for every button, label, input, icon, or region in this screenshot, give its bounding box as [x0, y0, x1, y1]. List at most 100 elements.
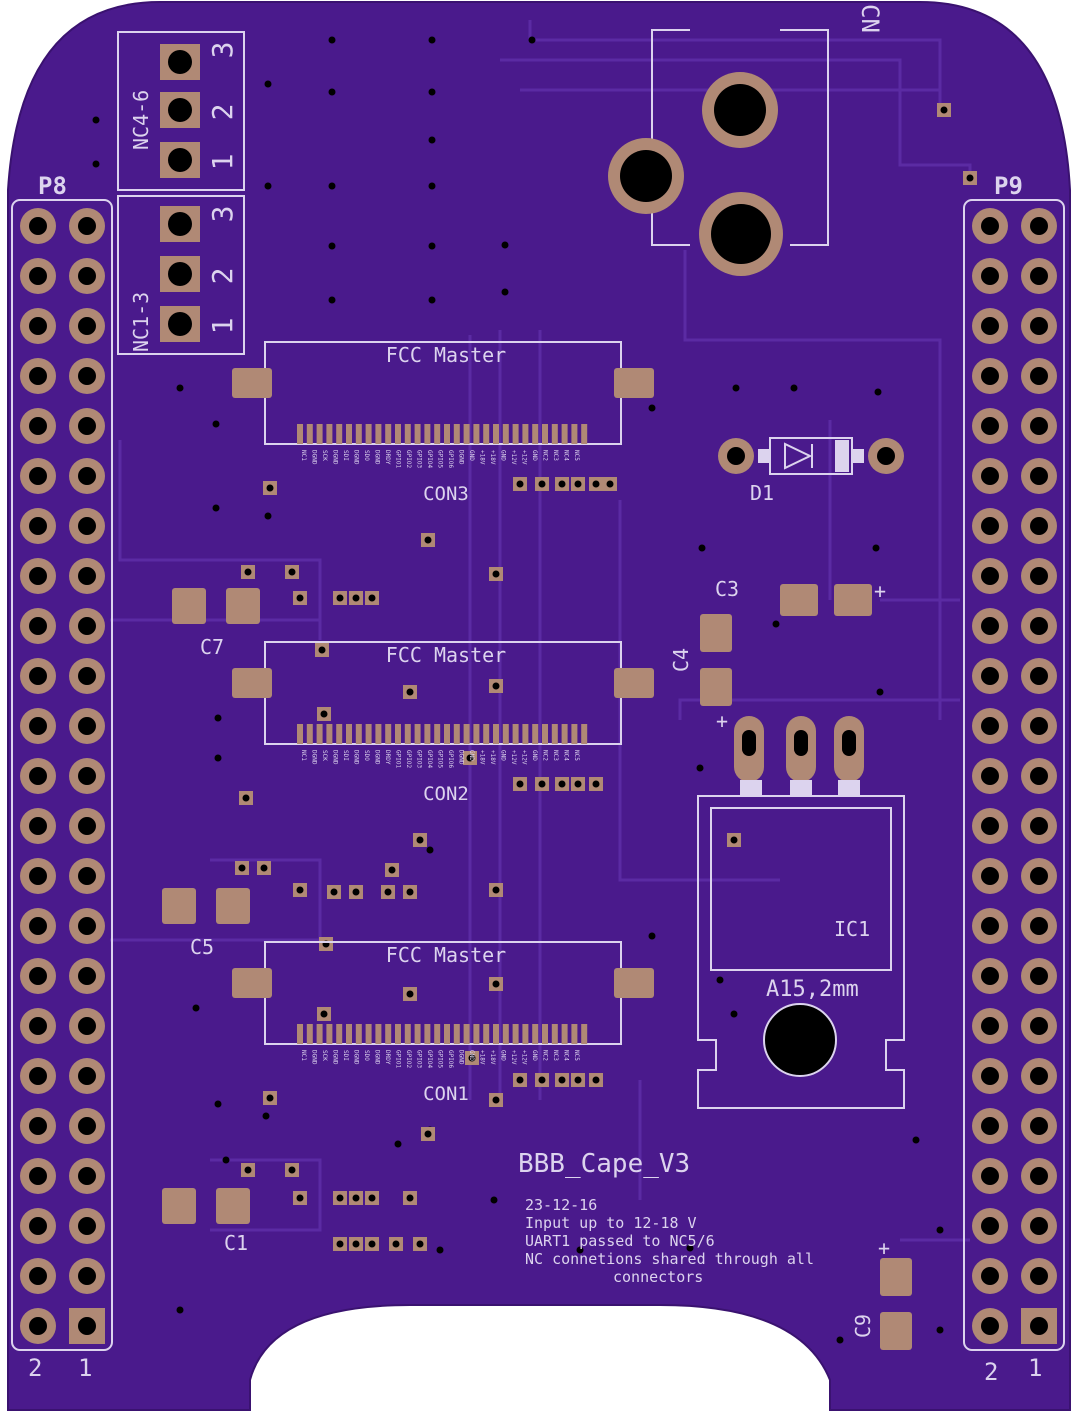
- fcc-pin-name: NC4: [563, 450, 570, 461]
- fcc-pin-name: SDI: [342, 1050, 349, 1061]
- header-p9-pin: [972, 858, 1008, 894]
- header-p8-pin: [69, 1108, 105, 1144]
- fcc-pin-name: DGND: [332, 750, 339, 765]
- fcc-pin-name: SCK: [321, 750, 328, 761]
- fcc-pin-name: SCK: [321, 1050, 328, 1061]
- header-p8-pin: [69, 208, 105, 244]
- header-p9-pin: [1021, 758, 1057, 794]
- fcc-connector-ref: CON3: [423, 483, 469, 505]
- header-p8-label: P8: [38, 172, 67, 200]
- fcc-pin-name: GND: [500, 1050, 507, 1061]
- header-p9-pin: [1021, 408, 1057, 444]
- fcc-pin-name: GPIO3: [416, 750, 423, 768]
- header-p8-pin: [69, 1008, 105, 1044]
- fcc-pin-name: GPIO4: [426, 1050, 433, 1068]
- fcc-pin-name: DGND: [311, 1050, 318, 1065]
- header-p9-pin: [972, 658, 1008, 694]
- header-p8-pin: [20, 958, 56, 994]
- header-p8-pin: [20, 408, 56, 444]
- header-p9-pin: [972, 1208, 1008, 1244]
- fcc-pin-name: NC3: [552, 450, 559, 461]
- diode-d1-label: D1: [750, 481, 774, 505]
- fcc-pin-name: GPIO4: [426, 450, 433, 468]
- header-p9-pin: [972, 258, 1008, 294]
- header-p8-pin: [20, 1308, 56, 1344]
- header-p8-pin: [69, 958, 105, 994]
- header-p9-pin: [972, 308, 1008, 344]
- fcc-connector-title: FCC Master: [386, 343, 506, 367]
- header-p8-pin1-label: 1: [78, 1354, 92, 1382]
- fcc-pin-name: DGND: [332, 1050, 339, 1065]
- header-p8-pin: [20, 608, 56, 644]
- header-p8-pin: [20, 358, 56, 394]
- header-p8-pin: [20, 1008, 56, 1044]
- header-p8-pin: [20, 258, 56, 294]
- header-p8-pin: [69, 558, 105, 594]
- jumper-nc46-pin3: 3: [206, 42, 239, 59]
- header-p9-pin: [972, 458, 1008, 494]
- capacitor-c7-label: C7: [200, 635, 224, 659]
- header-p8-pin: [69, 1158, 105, 1194]
- header-p8-pin: [69, 408, 105, 444]
- header-p9-pin: [1021, 608, 1057, 644]
- header-p9-pin: [1021, 358, 1057, 394]
- fcc-pin-name: NC3: [552, 750, 559, 761]
- fcc-pin-name: GPIO6: [447, 750, 454, 768]
- fcc-pin-name: +12V: [521, 1050, 528, 1065]
- fcc-pin-name: NC1: [300, 1050, 307, 1061]
- header-p9: [972, 208, 1057, 1344]
- fcc-pin-name: GPIO3: [416, 1050, 423, 1068]
- dc-jack-cn: CN: [608, 4, 884, 276]
- header-p9-pin: [1021, 1258, 1057, 1294]
- capacitor-c9-plus: +: [878, 1236, 890, 1260]
- fcc-pin-name: GND: [468, 750, 475, 761]
- header-p8-pin: [20, 558, 56, 594]
- fcc-pin-name: GPIO2: [405, 1050, 412, 1068]
- header-p8-pin: [20, 208, 56, 244]
- header-p8-pin: [20, 808, 56, 844]
- vias: [92, 36, 977, 1344]
- header-p8-pin: [20, 1208, 56, 1244]
- header-p9-pin: [1021, 1008, 1057, 1044]
- regulator-ic1: IC1 A15,2mm: [697, 716, 905, 1109]
- fcc-pin-name: GND: [531, 750, 538, 761]
- fcc-pin-name: GPIO1: [395, 750, 402, 768]
- capacitor-c7: C7: [172, 588, 260, 659]
- header-p9-pin: [1021, 308, 1057, 344]
- header-p9-pin: [1021, 1308, 1057, 1344]
- header-p9-pin: [1021, 858, 1057, 894]
- header-p9-outline: [963, 199, 1065, 1351]
- fcc-pin-name: NC5: [573, 450, 580, 461]
- fcc-pin-name: GND: [531, 450, 538, 461]
- fcc-pin-name: SDO: [363, 1050, 370, 1061]
- capacitor-c3-label: C3: [715, 577, 739, 601]
- fcc-pin-name: SCK: [321, 450, 328, 461]
- header-p8-pin: [20, 908, 56, 944]
- fcc-connector-ref: CON1: [423, 1083, 469, 1105]
- fcc-pin-name: NC5: [573, 1050, 580, 1061]
- header-p8-pin: [69, 458, 105, 494]
- header-p9-pin: [1021, 208, 1057, 244]
- fcc-pin-name: GPIO1: [395, 450, 402, 468]
- header-p9-pin: [972, 508, 1008, 544]
- fcc-pin-name: NC5: [573, 750, 580, 761]
- header-p9-pin1-label: 1: [1028, 1354, 1042, 1382]
- note-uart: UART1 passed to NC5/6: [525, 1232, 715, 1250]
- header-p9-pin: [972, 608, 1008, 644]
- fcc-connector-ref: CON2: [423, 783, 469, 805]
- header-p9-pin: [972, 1158, 1008, 1194]
- fcc-pin-name: GPIO5: [437, 1050, 444, 1068]
- fcc-pin-name: DRDY: [384, 450, 391, 465]
- jumper-nc46-pin2: 2: [206, 104, 239, 121]
- fcc-connector-title: FCC Master: [386, 943, 506, 967]
- fcc-pin-name: DGND: [353, 450, 360, 465]
- fcc-pin-name: DGND: [458, 450, 465, 465]
- capacitor-c4-label: C4: [669, 648, 693, 672]
- board-title: BBB_Cape_V3: [518, 1149, 690, 1179]
- fcc-pin-name: DRDY: [384, 750, 391, 765]
- jumper-nc46-pin1: 1: [206, 154, 239, 171]
- fcc-pin-name: NC2: [542, 750, 549, 761]
- fcc-pin-name: GPIO1: [395, 1050, 402, 1068]
- fcc-pin-name: GPIO2: [405, 450, 412, 468]
